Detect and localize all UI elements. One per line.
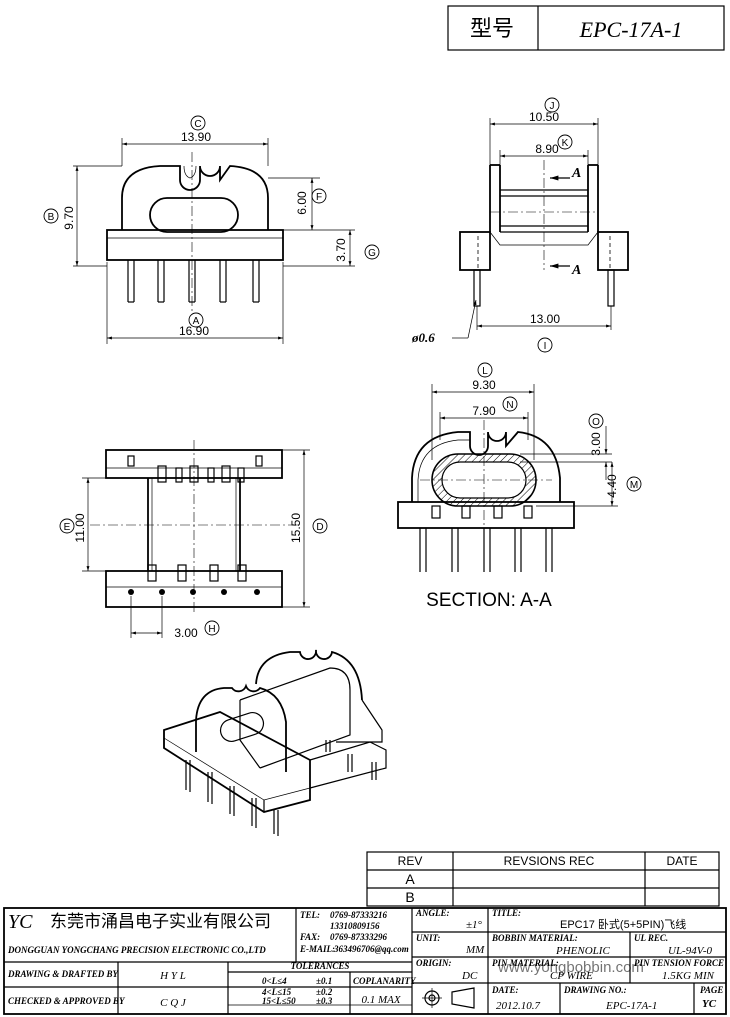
isometric-view — [163, 649, 387, 836]
tol-value-1: ±0.1 — [316, 976, 332, 986]
dim-width-base: 16.90 — [179, 324, 209, 338]
coplanarity-label: COPLANARITY — [353, 976, 417, 986]
dim-height-upper: 6.00 — [295, 191, 309, 215]
fax: 0769-87333296 — [330, 932, 387, 942]
section-mark-bottom: A — [571, 263, 581, 278]
dim-height-total: 9.70 — [62, 206, 76, 230]
model-header: 型号 EPC-17A-1 — [447, 5, 725, 51]
tol-range-2: 4<L≤15 — [261, 987, 292, 997]
section-view: 9.30 L 7.90 N 3.00 O 4.40 M SECTION: A-A — [397, 362, 642, 611]
tension-value: 1.5KG MIN — [662, 970, 715, 982]
tol-range-3: 15<L≤50 — [262, 996, 296, 1006]
page-value: YC — [702, 998, 717, 1010]
drawing-value: EPC-17A-1 — [605, 1000, 657, 1012]
section-mark-top: A — [571, 166, 581, 181]
label-b: B — [48, 212, 55, 223]
label-c: C — [194, 119, 201, 130]
email: 363496706@qq.com — [333, 944, 409, 954]
checked-label: CHECKED & APPROVED BY — [8, 996, 126, 1006]
dim-pin-dia: ø0.6 — [411, 330, 435, 345]
model-value: EPC-17A-1 — [579, 17, 683, 42]
fax-label: FAX: — [299, 932, 320, 942]
rev-header: REV — [398, 854, 423, 868]
label-i: I — [544, 341, 547, 352]
label-o: O — [592, 417, 600, 428]
origin-value: DC — [461, 970, 478, 982]
origin-label: ORIGIN: — [416, 958, 452, 968]
drawn-label: DRAWING & DRAFTED BY — [7, 969, 119, 979]
label-e: E — [64, 522, 71, 533]
date-label: DATE: — [491, 985, 519, 995]
label-k: K — [562, 138, 569, 149]
title-block: YC 东莞市涌昌电子实业有限公司 DONGGUAN YONGCHANG PREC… — [3, 907, 727, 1015]
dim-width-top: 13.90 — [181, 130, 211, 144]
dim-section-outer: 9.30 — [472, 378, 496, 392]
projection-symbol-icon — [422, 987, 475, 1009]
email-label: E-MAIL: — [299, 944, 335, 954]
tel2: 13310809156 — [330, 921, 380, 931]
title-value: EPC17 卧式(5+5PIN)飞线 — [560, 917, 686, 931]
label-j: J — [550, 101, 555, 112]
tel-label: TEL: — [300, 910, 320, 920]
checked-value: C Q J — [160, 997, 187, 1009]
dim-outer: 10.50 — [529, 110, 559, 124]
coplanarity-value: 0.1 MAX — [361, 994, 401, 1006]
title-label: TITLE: — [492, 908, 521, 918]
unit-label: UNIT: — [416, 933, 440, 943]
dim-section-inner: 7.90 — [472, 404, 496, 418]
dim-outer-height: 15.50 — [289, 513, 303, 543]
tol-range-1: 0<L≤4 — [262, 976, 287, 986]
dim-pin-span: 13.00 — [530, 312, 560, 326]
label-m: M — [630, 480, 638, 491]
pin-value: CP WIRE — [550, 970, 593, 982]
tol-value-3: ±0.3 — [316, 996, 333, 1006]
front-view: 13.90 C 9.70 B 6.00 F 3.70 G 16.90 A — [43, 115, 380, 344]
revisions-header: REVSIONS REC — [504, 854, 595, 868]
bobbin-value: PHENOLIC — [555, 945, 610, 957]
unit-value: MM — [465, 944, 485, 956]
ulrec-label: UL REC. — [634, 933, 668, 943]
company-logo: YC — [8, 911, 33, 933]
dim-section-h1: 3.00 — [589, 432, 603, 456]
rev-b: B — [405, 889, 414, 905]
tolerances-label: TOLERANCES — [291, 961, 350, 971]
tension-label: PIN TENSION FORCE — [634, 958, 724, 968]
model-label: 型号 — [470, 16, 514, 41]
label-a: A — [193, 316, 200, 327]
plan-view: 11.00 E 15.50 D 3.00 H — [59, 440, 328, 640]
dim-inner-height: 11.00 — [73, 513, 87, 542]
label-g: G — [368, 248, 376, 259]
label-d: D — [316, 522, 323, 533]
page-label: PAGE — [700, 985, 723, 995]
pin-label: PIN MATERIAL: — [492, 958, 559, 968]
date-header: DATE — [666, 854, 697, 868]
label-n: N — [506, 400, 513, 411]
angle-label: ANGLE: — [415, 908, 450, 918]
company-cn: 东莞市涌昌电子实业有限公司 — [50, 912, 271, 931]
side-view: A A 10.50 J 8.90 K 13.00 I ø0.6 — [411, 97, 629, 353]
label-h: H — [208, 624, 215, 635]
bobbin-label: BOBBIN MATERIAL: — [491, 933, 578, 943]
company-en: DONGGUAN YONGCHANG PRECISION ELECTRONIC … — [7, 945, 266, 955]
watermark: www.yongbobbin.com — [497, 959, 644, 976]
rev-a: A — [405, 871, 415, 887]
dim-height-base: 3.70 — [334, 238, 348, 262]
tol-value-2: ±0.2 — [316, 987, 333, 997]
ulrec-value: UL-94V-0 — [668, 945, 713, 957]
drawn-value: H Y L — [159, 970, 186, 982]
label-l: L — [482, 366, 488, 377]
dim-pitch: 3.00 — [174, 626, 198, 640]
drawing-label: DRAWING NO.: — [563, 985, 627, 995]
angle-value: ±1° — [466, 919, 483, 931]
dim-section-h2: 4.40 — [605, 474, 619, 498]
section-title: SECTION: A-A — [426, 590, 552, 611]
revision-table: REV REVSIONS REC DATE A B — [366, 851, 720, 907]
dim-inner: 8.90 — [535, 142, 559, 156]
label-f: F — [316, 192, 322, 203]
tel1: 0769-87333216 — [330, 910, 387, 920]
date-value: 2012.10.7 — [496, 1000, 541, 1012]
